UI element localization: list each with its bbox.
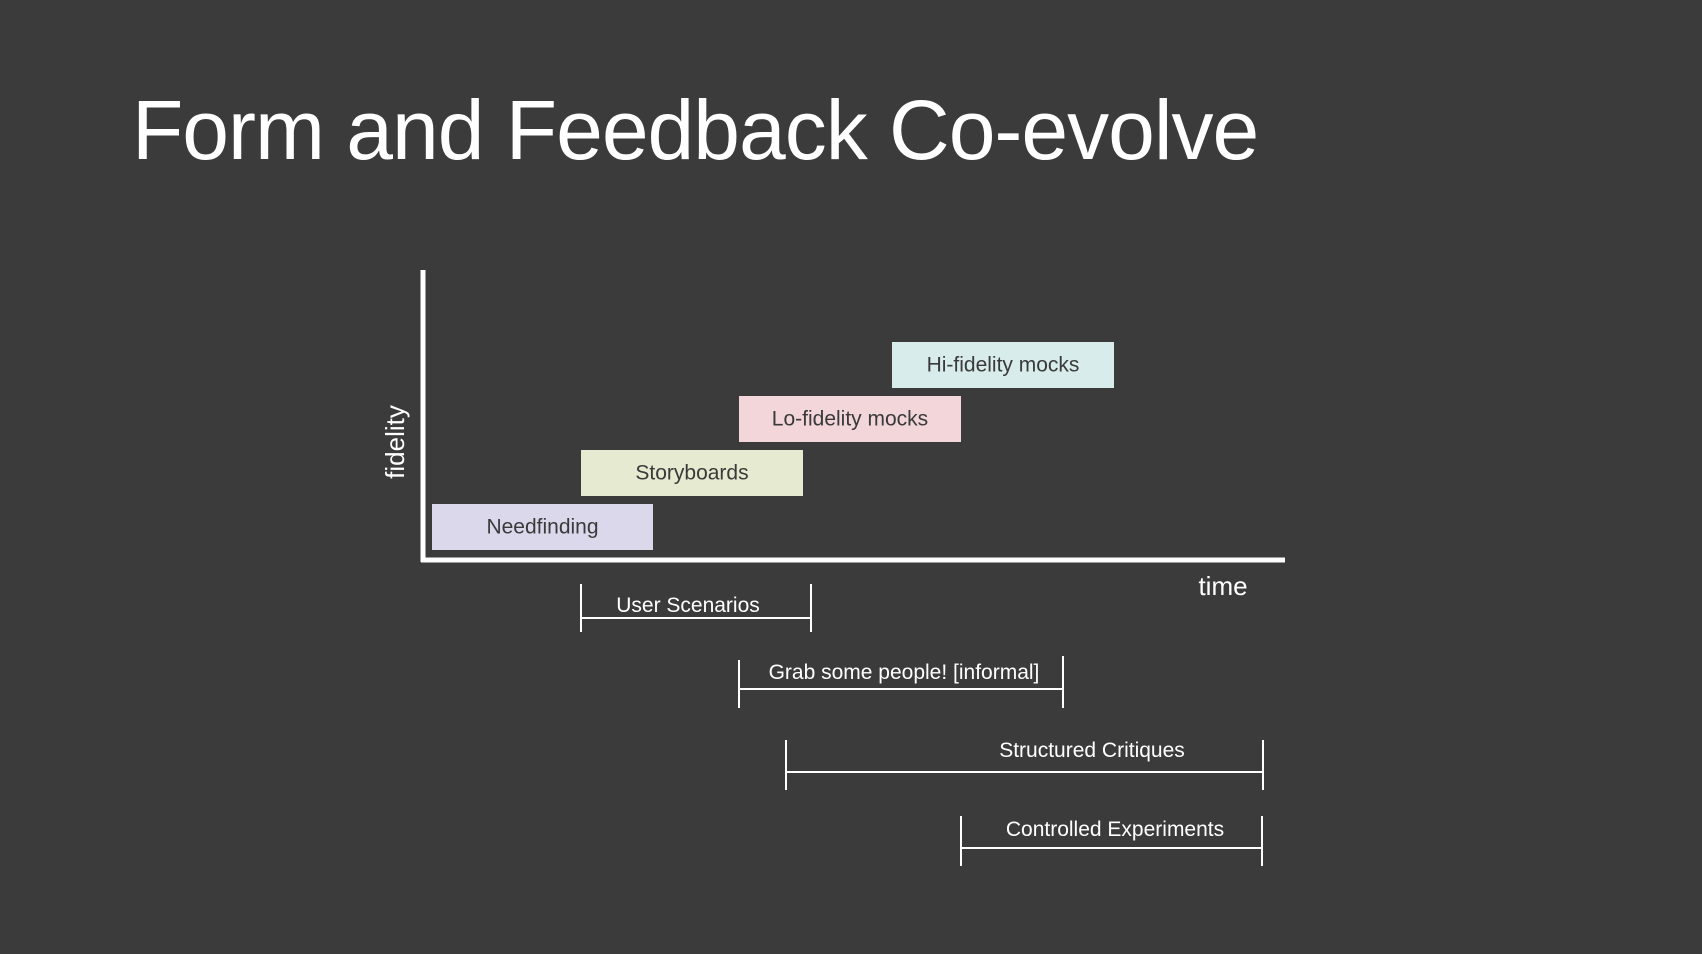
phase-label: Storyboards: [635, 462, 748, 485]
phase-box: [581, 450, 803, 496]
feedback-grab-some-people: Grab some people! [informal]: [738, 656, 1064, 708]
x-axis-label: time: [1198, 571, 1247, 601]
phase-hi-fidelity-mocks: Hi-fidelity mocks: [892, 342, 1114, 388]
feedback-user-scenarios: User Scenarios: [580, 584, 812, 632]
phase-storyboards: Storyboards: [581, 450, 803, 496]
phase-label: Hi-fidelity mocks: [927, 354, 1080, 377]
feedback-controlled-experiments: Controlled Experiments: [960, 816, 1263, 866]
phase-box: [739, 396, 961, 442]
feedback-label: Controlled Experiments: [1006, 818, 1224, 841]
slide-title: Form and Feedback Co-evolve: [132, 83, 1259, 177]
feedback-label: Structured Critiques: [999, 739, 1185, 762]
phase-needfinding: Needfinding: [432, 504, 653, 550]
phase-lo-fidelity-mocks: Lo-fidelity mocks: [739, 396, 961, 442]
feedback-structured-critiques: Structured Critiques: [785, 739, 1264, 790]
feedback-label: User Scenarios: [616, 594, 760, 617]
phase-box: [892, 342, 1114, 388]
phase-box: [432, 504, 653, 550]
phase-label: Needfinding: [486, 516, 598, 539]
y-axis-label: fidelity: [380, 405, 410, 479]
feedback-label: Grab some people! [informal]: [769, 661, 1040, 684]
phase-label: Lo-fidelity mocks: [772, 408, 928, 431]
